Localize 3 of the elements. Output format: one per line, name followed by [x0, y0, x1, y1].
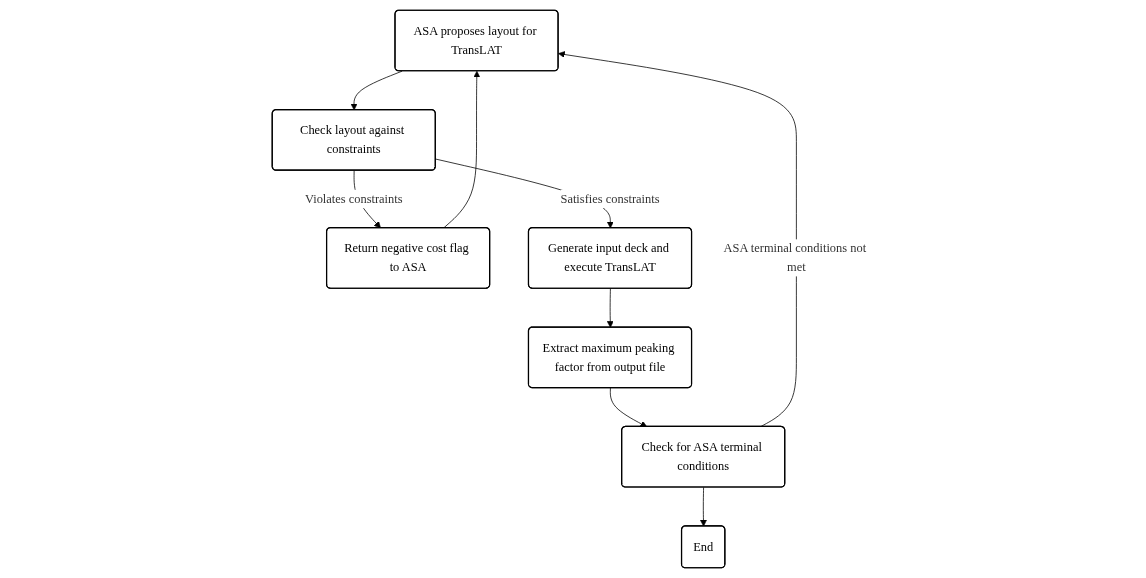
edge-label: Violates constraints: [304, 191, 403, 206]
edge-label: ASA terminal conditions not met: [723, 241, 866, 274]
edge-label: Satisfies constraints: [560, 191, 660, 206]
